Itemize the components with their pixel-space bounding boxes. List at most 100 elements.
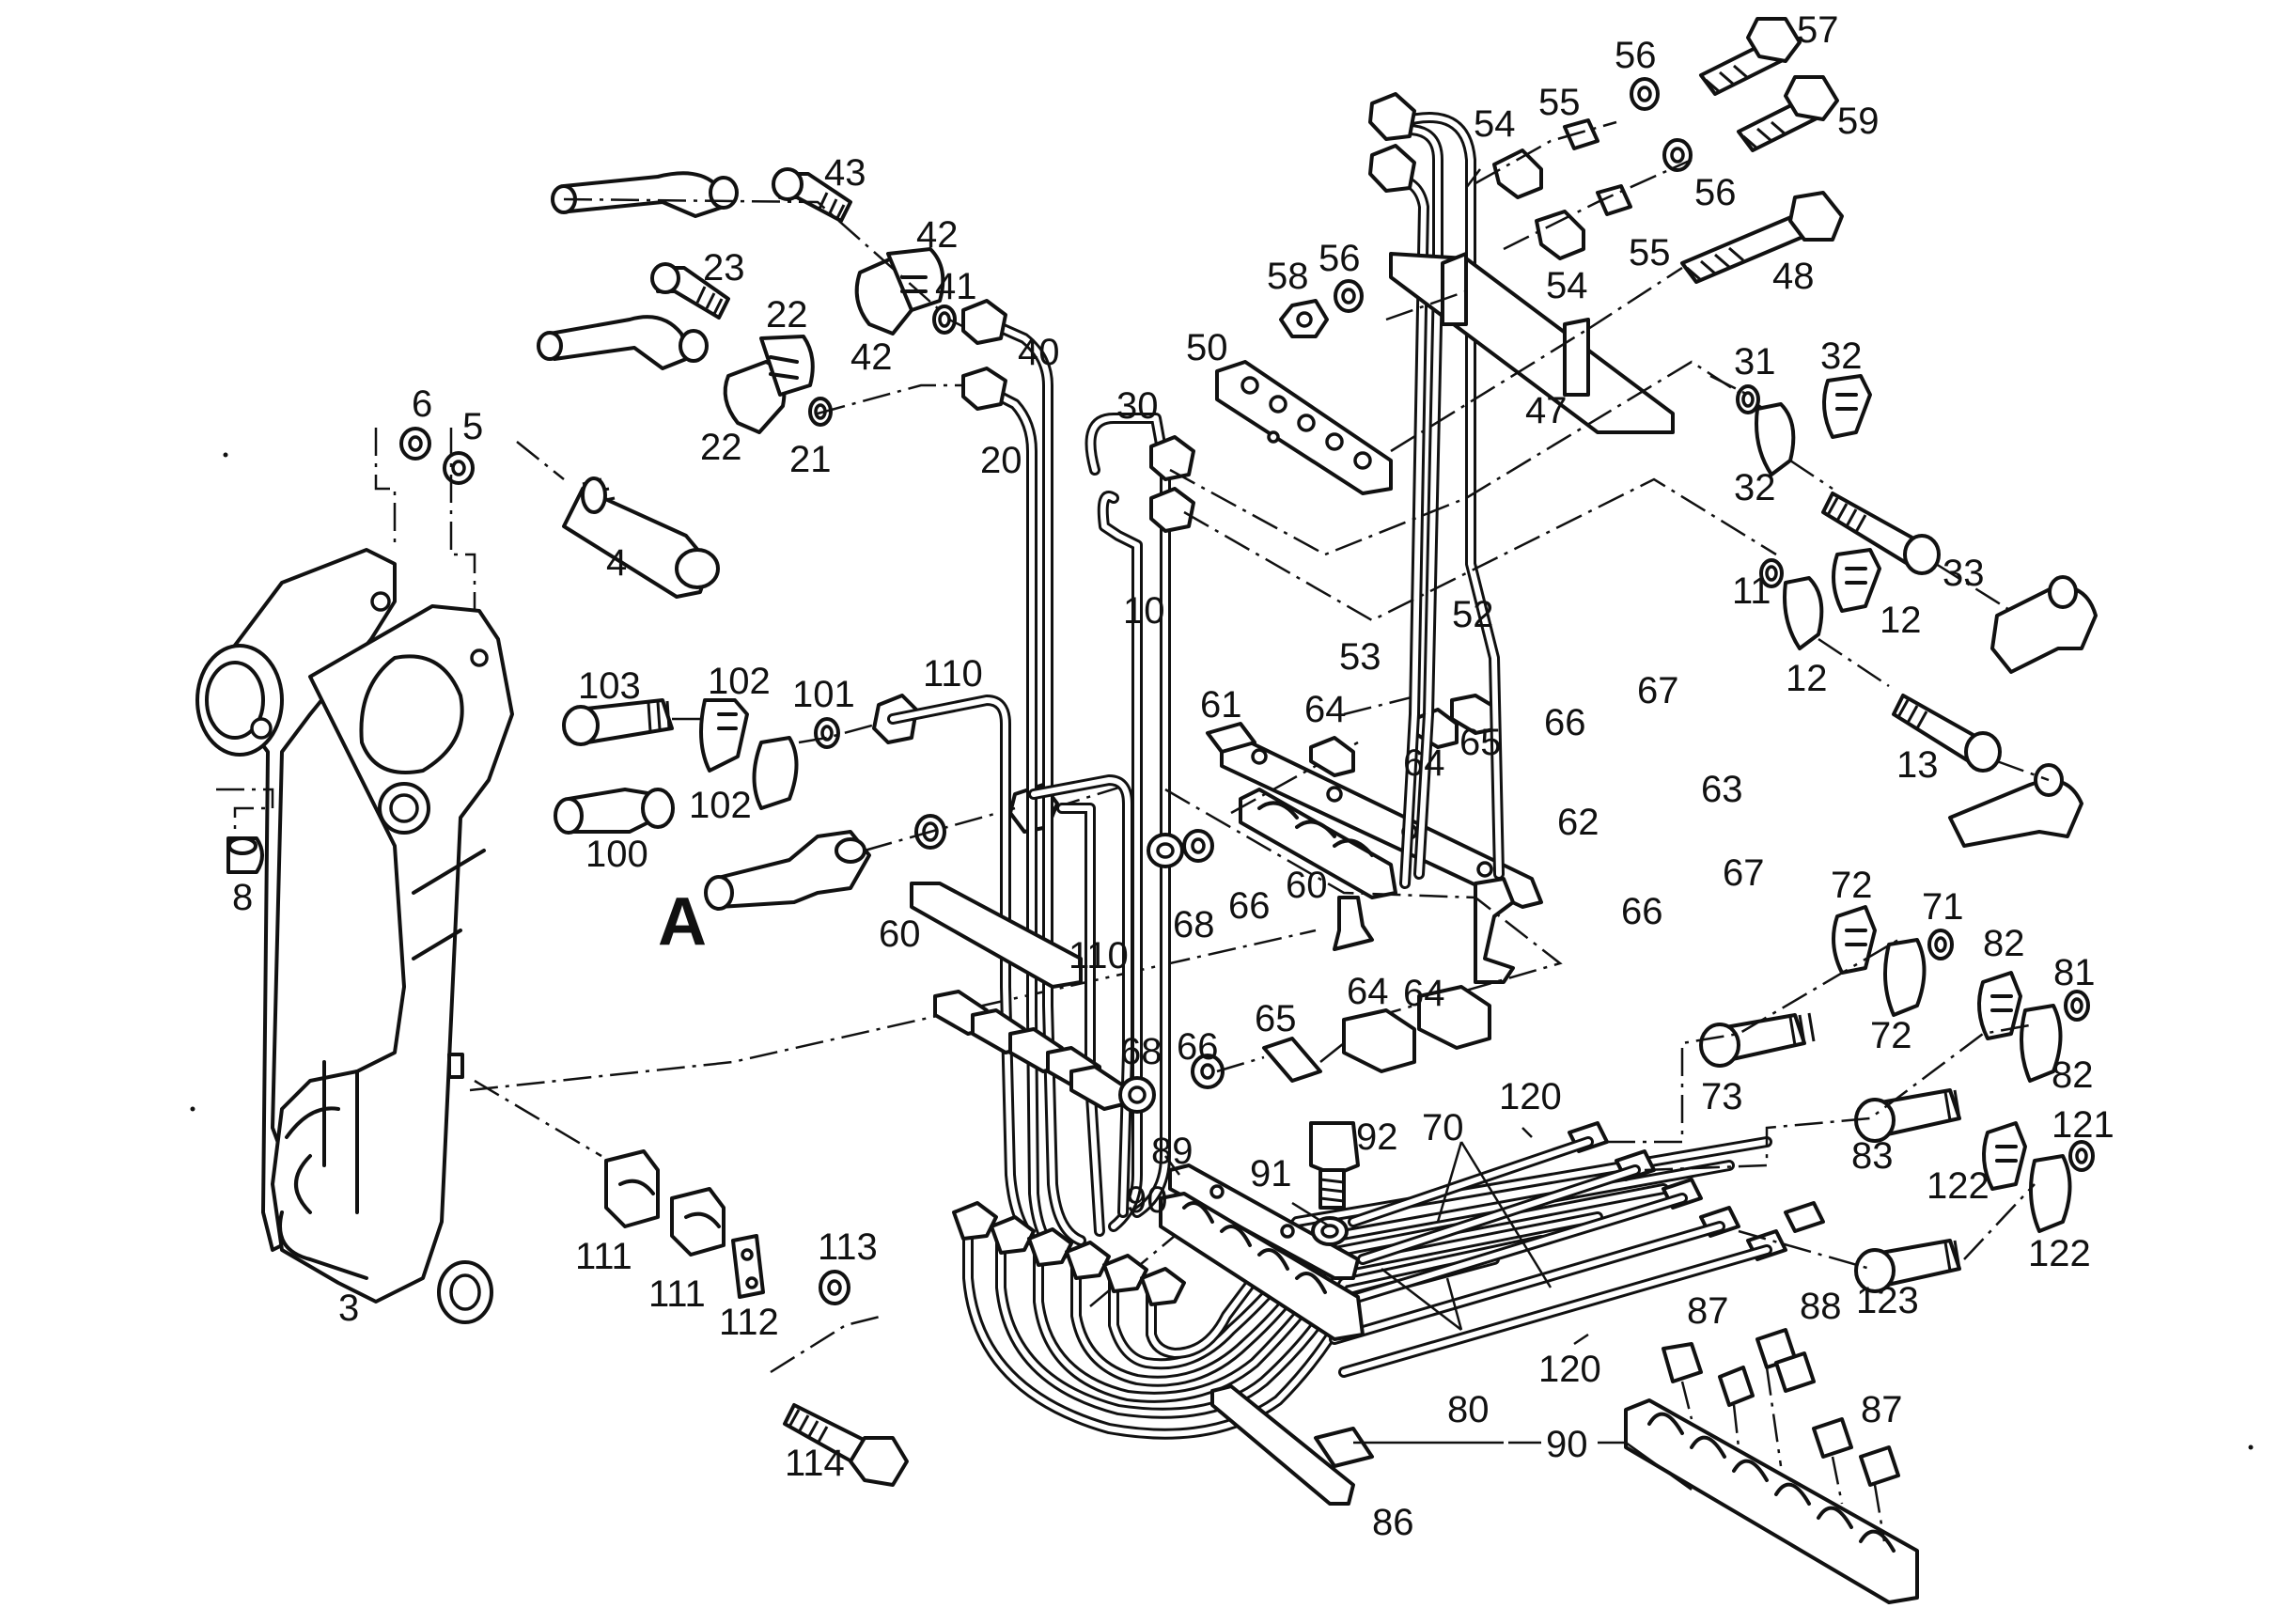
oring-121 (2068, 1140, 2095, 1172)
callout-87: 87 (1861, 1389, 1903, 1430)
callout-91: 91 (1250, 1153, 1292, 1195)
callout-40: 40 (1018, 332, 1060, 373)
oring-101 (814, 717, 840, 749)
callout-103: 103 (578, 665, 641, 707)
callout-3: 3 (338, 1288, 359, 1329)
bolt-73 (1699, 1012, 1816, 1068)
callout-122: 122 (1927, 1165, 1989, 1207)
bolt-92 (1309, 1121, 1360, 1210)
callout-73: 73 (1701, 1076, 1743, 1117)
bolt-23 (650, 262, 730, 320)
callout-32: 32 (1820, 336, 1863, 377)
bolt-114 (783, 1403, 909, 1487)
callout-65: 65 (1255, 998, 1297, 1039)
view-label-A: A (658, 884, 707, 960)
callout-55: 55 (1629, 232, 1671, 273)
callout-55: 55 (1538, 82, 1581, 123)
callout-81: 81 (2053, 952, 2096, 993)
centerline-right-fittings (1709, 374, 2050, 782)
hose-elbow-upper (551, 171, 739, 218)
callout-72: 72 (1831, 865, 1873, 906)
callout-87: 87 (1687, 1290, 1729, 1332)
callout-12: 12 (1786, 658, 1828, 699)
clamp-bar-60-left (910, 882, 1125, 1111)
clamp-54-55-56-57-59 (1492, 17, 1839, 260)
scan-speck (223, 452, 228, 458)
callout-60: 60 (1286, 865, 1328, 906)
oring-11 (1759, 558, 1784, 588)
flange-halves-22 (723, 335, 815, 434)
callout-20: 20 (980, 440, 1022, 481)
callout-66: 66 (1621, 891, 1663, 932)
bolt-48 (1680, 191, 1844, 284)
callout-42: 42 (916, 214, 959, 256)
bolt-103 (562, 698, 674, 746)
callout-53: 53 (1339, 636, 1381, 678)
callout-100: 100 (585, 834, 648, 875)
callout-112: 112 (719, 1302, 779, 1343)
bracket-47 (1389, 252, 1675, 434)
callout-67: 67 (1723, 852, 1765, 894)
callout-92: 92 (1356, 1116, 1398, 1158)
callout-21: 21 (789, 439, 832, 480)
callout-120: 120 (1538, 1349, 1601, 1390)
clamp-bar-90-right (1624, 1398, 1919, 1604)
washer-91 (1311, 1216, 1349, 1246)
clamp-90-upper (1159, 1192, 1365, 1341)
callout-13: 13 (1896, 744, 1939, 786)
callout-110: 110 (1069, 935, 1129, 976)
elbow-right-lower (1948, 763, 2083, 848)
flange-halves-72 (1832, 905, 1927, 1017)
oring-81 (2064, 990, 2090, 1022)
callout-23: 23 (703, 247, 745, 289)
callout-64: 64 (1347, 971, 1389, 1012)
flange-halves-82 (1977, 971, 2063, 1083)
clamp-bar-60-right (1239, 788, 1397, 951)
callout-54: 54 (1546, 265, 1588, 306)
callout-66: 66 (1228, 885, 1271, 927)
callout-32: 32 (1734, 467, 1776, 508)
fitting-elbow-A (704, 830, 871, 911)
boom-arm (195, 548, 514, 1324)
callout-22: 22 (700, 427, 742, 468)
callout-labels: A 3 4 5 6 8 10 11 12 12 13 20 21 22 22 2… (232, 9, 2114, 1543)
leader-lines (1164, 1127, 1693, 1491)
flanges-pipe-tops (961, 299, 1195, 533)
centerline-caps (1680, 1366, 1886, 1542)
callout-42: 42 (850, 336, 893, 378)
block-50 (1215, 360, 1393, 495)
callout-48: 48 (1772, 256, 1815, 297)
callout-68: 68 (1173, 904, 1215, 945)
flange-halves-32 (1755, 374, 1872, 476)
callout-12: 12 (1880, 600, 1922, 641)
callout-64: 64 (1304, 689, 1347, 730)
callout-57: 57 (1797, 9, 1839, 51)
oring-31 (1736, 384, 1760, 414)
callout-101: 101 (792, 674, 855, 715)
callout-102: 102 (689, 785, 752, 826)
callout-4: 4 (606, 542, 627, 584)
plug-8 (226, 836, 264, 874)
callout-6: 6 (412, 383, 432, 425)
callout-52: 52 (1452, 594, 1494, 635)
callout-58: 58 (1267, 256, 1309, 297)
nuts-washers-66-68 (1118, 829, 1225, 1114)
callout-47: 47 (1525, 390, 1568, 431)
callout-56: 56 (1615, 35, 1657, 76)
callout-54: 54 (1474, 103, 1516, 145)
nut-washer-58-56 (1279, 279, 1364, 338)
lower-fittings-row (952, 1201, 1186, 1306)
callout-5: 5 (462, 406, 483, 447)
callout-86: 86 (1372, 1502, 1414, 1543)
hose-elbow-lower (537, 315, 709, 370)
callout-110: 110 (923, 653, 983, 695)
callout-89: 89 (1151, 1131, 1194, 1172)
clamp-111-left (604, 1149, 660, 1228)
clamp-64-lower (1342, 985, 1491, 1073)
callout-122: 122 (2028, 1233, 2091, 1274)
clamp-bar-61 (1206, 722, 1543, 984)
callout-56: 56 (1318, 238, 1361, 279)
centerline-mid-left (672, 717, 1129, 852)
callout-61: 61 (1200, 684, 1242, 726)
